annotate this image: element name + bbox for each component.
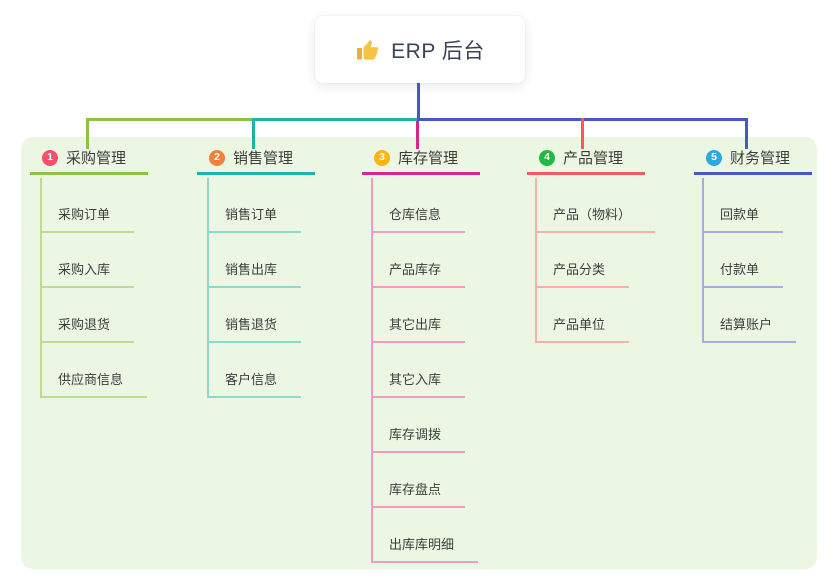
badge-2-icon: 2 bbox=[209, 149, 225, 166]
child-node-sales-order[interactable]: 销售订单 bbox=[207, 178, 302, 233]
child-node-customer-info[interactable]: 客户信息 bbox=[207, 343, 302, 398]
child-connector-line bbox=[371, 178, 373, 563]
child-node-other-outbound[interactable]: 其它出库 bbox=[371, 288, 466, 343]
child-node-outbound-detail[interactable]: 出库库明细 bbox=[371, 508, 479, 563]
child-node-payment-bill[interactable]: 付款单 bbox=[702, 233, 784, 288]
child-node-supplier-info[interactable]: 供应商信息 bbox=[40, 343, 148, 398]
drop-line-inventory bbox=[416, 121, 419, 149]
branch-children-finance: 回款单 付款单 结算账户 bbox=[702, 178, 797, 343]
child-node-purchase-order[interactable]: 采购订单 bbox=[40, 178, 135, 233]
drop-line-sales bbox=[252, 118, 255, 149]
child-node-purchase-return[interactable]: 采购退货 bbox=[40, 288, 135, 343]
badge-4-icon: 4 bbox=[539, 149, 555, 166]
root-stem-line bbox=[417, 83, 420, 119]
child-node-other-inbound[interactable]: 其它入库 bbox=[371, 343, 466, 398]
branch-header-product[interactable]: 4 产品管理 bbox=[527, 143, 645, 175]
badge-5-icon: 5 bbox=[706, 149, 722, 166]
badge-1-icon: 1 bbox=[42, 149, 58, 166]
branch-children-sales: 销售订单 销售出库 销售退货 客户信息 bbox=[207, 178, 302, 398]
child-node-warehouse-info[interactable]: 仓库信息 bbox=[371, 178, 466, 233]
child-node-stock-count[interactable]: 库存盘点 bbox=[371, 453, 466, 508]
badge-3-icon: 3 bbox=[374, 149, 390, 166]
branch-children-product: 产品（物料） 产品分类 产品单位 bbox=[535, 178, 656, 343]
child-node-product-material[interactable]: 产品（物料） bbox=[535, 178, 656, 233]
drop-line-finance bbox=[745, 118, 748, 149]
child-node-product-category[interactable]: 产品分类 bbox=[535, 233, 630, 288]
drop-line-product bbox=[581, 118, 584, 149]
child-connector-line bbox=[535, 178, 537, 343]
mindmap-root-node[interactable]: ERP 后台 bbox=[315, 16, 525, 83]
spine-segment-sales bbox=[253, 118, 418, 121]
root-node-title: ERP 后台 bbox=[391, 39, 485, 63]
branch-header-sales[interactable]: 2 销售管理 bbox=[197, 143, 315, 175]
child-node-stock-transfer[interactable]: 库存调拨 bbox=[371, 398, 466, 453]
child-connector-line bbox=[207, 178, 209, 398]
branches-background-panel bbox=[21, 137, 817, 569]
branch-header-inventory[interactable]: 3 库存管理 bbox=[362, 143, 480, 175]
branch-header-purchase[interactable]: 1 采购管理 bbox=[30, 143, 148, 175]
child-node-receipt-bill[interactable]: 回款单 bbox=[702, 178, 784, 233]
child-node-sales-return[interactable]: 销售退货 bbox=[207, 288, 302, 343]
branch-label: 财务管理 bbox=[730, 150, 791, 167]
branch-label: 采购管理 bbox=[66, 150, 127, 167]
branch-label: 销售管理 bbox=[233, 150, 294, 167]
child-node-purchase-inbound[interactable]: 采购入库 bbox=[40, 233, 135, 288]
branch-label: 库存管理 bbox=[398, 150, 459, 167]
child-connector-line bbox=[702, 178, 704, 343]
child-node-settlement-account[interactable]: 结算账户 bbox=[702, 288, 797, 343]
drop-line-purchase bbox=[86, 118, 89, 149]
branch-children-inventory: 仓库信息 产品库存 其它出库 其它入库 库存调拨 库存盘点 出库库明细 bbox=[371, 178, 479, 563]
child-node-product-unit[interactable]: 产品单位 bbox=[535, 288, 630, 343]
child-node-product-stock[interactable]: 产品库存 bbox=[371, 233, 466, 288]
child-connector-line bbox=[40, 178, 42, 398]
spine-segment-purchase bbox=[86, 118, 254, 121]
thumbs-up-icon bbox=[357, 39, 379, 60]
branch-label: 产品管理 bbox=[563, 150, 624, 167]
branch-header-finance[interactable]: 5 财务管理 bbox=[694, 143, 812, 175]
child-node-sales-outbound[interactable]: 销售出库 bbox=[207, 233, 302, 288]
branch-children-purchase: 采购订单 采购入库 采购退货 供应商信息 bbox=[40, 178, 148, 398]
